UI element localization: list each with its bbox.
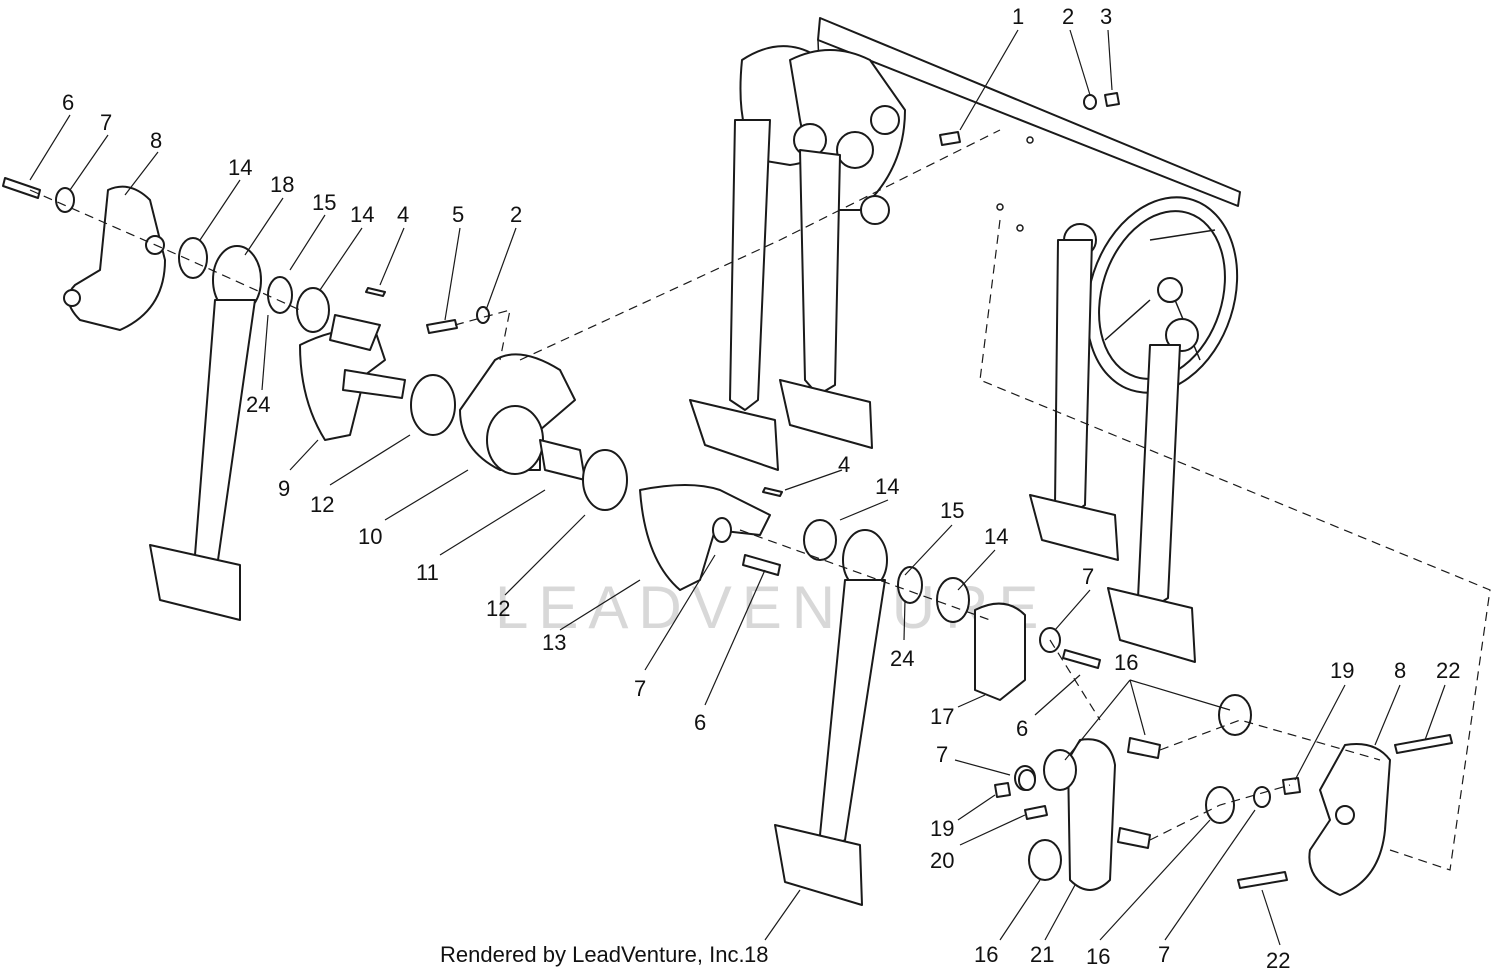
callout-7: 7 xyxy=(1082,564,1094,589)
pivot-housing xyxy=(410,353,628,511)
callout-12: 12 xyxy=(310,492,334,517)
callout-10: 10 xyxy=(358,524,382,549)
callout-7: 7 xyxy=(1158,942,1170,967)
callout-18: 18 xyxy=(744,942,768,967)
left-bellcrank xyxy=(299,314,406,441)
callout-4: 4 xyxy=(838,452,850,477)
callout-3: 3 xyxy=(1100,4,1112,29)
callout-1: 1 xyxy=(1012,4,1024,29)
callout-8: 8 xyxy=(150,128,162,153)
callout-7: 7 xyxy=(100,110,112,135)
callout-22: 22 xyxy=(1266,948,1290,973)
callout-22: 22 xyxy=(1436,658,1460,683)
callout-8: 8 xyxy=(1394,658,1406,683)
callout-19: 19 xyxy=(1330,658,1354,683)
callout-15: 15 xyxy=(940,498,964,523)
left-bolt-and-washer xyxy=(2,177,75,213)
callout-6: 6 xyxy=(62,90,74,115)
center-bellcrank xyxy=(639,484,781,591)
callout-24: 24 xyxy=(246,392,270,417)
callout-15: 15 xyxy=(312,190,336,215)
callout-2: 2 xyxy=(510,202,522,227)
callout-14: 14 xyxy=(875,474,899,499)
callout-16: 16 xyxy=(1114,650,1138,675)
render-credit: Rendered by LeadVenture, Inc. xyxy=(440,942,745,967)
callout-4: 4 xyxy=(397,202,409,227)
callout-7: 7 xyxy=(634,676,646,701)
callout-21: 21 xyxy=(1030,942,1054,967)
assembly-lines xyxy=(29,129,1491,871)
callout-16: 16 xyxy=(1086,944,1110,969)
callout-5: 5 xyxy=(452,202,464,227)
callout-14: 14 xyxy=(228,155,252,180)
center-arm xyxy=(774,519,970,906)
callout-17: 17 xyxy=(930,704,954,729)
leader-lines xyxy=(29,29,1446,946)
callout-6: 6 xyxy=(694,710,706,735)
right-bracket-17 xyxy=(974,602,1101,701)
assembled-bellcrank-unit xyxy=(689,45,906,471)
callout-2: 2 xyxy=(1062,4,1074,29)
callout-16: 16 xyxy=(974,942,998,967)
callout-12: 12 xyxy=(486,596,510,621)
callout-19: 19 xyxy=(930,816,954,841)
callout-labels: 1 2 3 6 7 8 14 18 15 14 4 5 2 24 9 12 10… xyxy=(62,4,1460,973)
callout-6: 6 xyxy=(1016,716,1028,741)
callout-9: 9 xyxy=(278,476,290,501)
callout-18: 18 xyxy=(270,172,294,197)
left-mount-bracket xyxy=(63,185,166,331)
callout-14: 14 xyxy=(350,202,374,227)
callout-11: 11 xyxy=(416,560,439,585)
callout-13: 13 xyxy=(542,630,566,655)
callout-24: 24 xyxy=(890,646,914,671)
callout-14: 14 xyxy=(984,524,1008,549)
right-mount-bracket xyxy=(1205,734,1453,896)
callout-7: 7 xyxy=(936,742,948,767)
callout-20: 20 xyxy=(930,848,954,873)
pulley-assembly xyxy=(1029,196,1239,663)
left-arm xyxy=(149,245,262,621)
